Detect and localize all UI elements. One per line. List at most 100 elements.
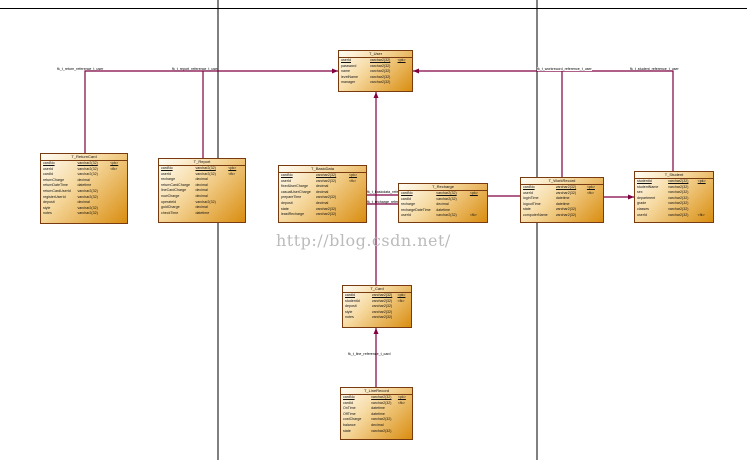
column-type: varchar2(32) bbox=[436, 196, 457, 201]
column-name: userId bbox=[43, 166, 53, 171]
column-name: department bbox=[637, 195, 656, 200]
column-name: manager bbox=[341, 80, 356, 85]
column-key: <pk> bbox=[469, 191, 478, 195]
column-key bbox=[397, 315, 409, 321]
column-type: varchar2(32) bbox=[315, 212, 337, 217]
column-name: classes bbox=[637, 206, 649, 211]
arrow-icon bbox=[332, 68, 338, 74]
arrow-icon bbox=[373, 92, 379, 98]
table-column-row[interactable]: deposit decimal bbox=[41, 200, 127, 206]
ref-student-user[interactable] bbox=[413, 70, 674, 171]
column-type: varchar2(32) bbox=[668, 179, 689, 183]
column-key: <pk> bbox=[228, 166, 237, 170]
column-name: cardId bbox=[401, 196, 411, 201]
arrow-icon bbox=[413, 68, 419, 74]
column-type: decimal bbox=[77, 200, 90, 205]
column-type: varchar2(32) bbox=[436, 213, 457, 218]
column-name: deposit bbox=[43, 200, 55, 205]
column-key: <pk> bbox=[586, 185, 595, 189]
column-name: grade bbox=[637, 201, 647, 206]
column-name: OnTime bbox=[343, 406, 356, 411]
column-type: decimal bbox=[315, 184, 329, 189]
table-column-row[interactable]: cardId varchar2(32) bbox=[399, 197, 487, 203]
column-type: varchar2(32) bbox=[371, 298, 393, 303]
column-type: varchar2(32) bbox=[195, 199, 216, 204]
ref-returncard-user[interactable] bbox=[84, 70, 338, 153]
table-title: T_Recharge bbox=[399, 184, 487, 191]
relationship-label: fk_t_report_reference_t_user bbox=[172, 67, 219, 71]
column-name: userId bbox=[161, 171, 171, 176]
